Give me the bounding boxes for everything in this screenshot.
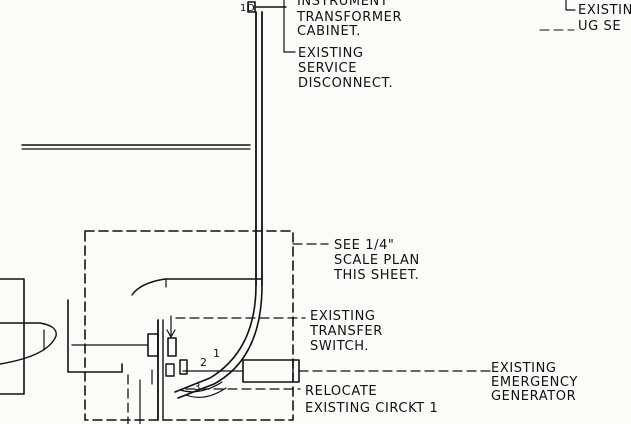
label-relocate-existing-circuit: RELOCATE EXISTING CIRCKT 1 [305,384,438,416]
small-devices: 2 1 3 [151,347,227,398]
top-right-leader [565,0,576,11]
svg-text:SEE 1/4": SEE 1/4" [334,238,395,253]
left-building-outline [0,278,149,395]
dashed-enclosure [84,230,294,421]
label-existing-service-disconnect: EXISTING SERVICE DISCONNECT. [298,46,393,91]
horizontal-feeder-line [21,144,251,150]
svg-text:EXISTING: EXISTING [310,309,376,324]
svg-text:TRANSFORMER: TRANSFORMER [296,10,402,25]
label-instrument-cabinet: INSTRUMENT TRANSFORMER CABINET. [296,0,402,39]
svg-text:SWITCH.: SWITCH. [310,339,369,354]
curved-conduit-inner [177,284,263,399]
curved-conduit-outer [174,284,257,393]
svg-text:EXISTING: EXISTING [491,361,557,376]
svg-text:EXISTIN: EXISTIN [578,3,631,18]
mark-2: 2 [200,356,208,369]
label-see-scale-plan: SEE 1/4" SCALE PLAN THIS SHEET. [333,238,420,283]
door-swing-arc [131,278,263,296]
cabinet-conduit [247,1,287,286]
svg-text:THIS SHEET.: THIS SHEET. [333,268,420,283]
mark-cabinet-tag: 1D [240,3,255,14]
svg-text:EXISTING: EXISTING [298,46,364,61]
label-existing-transfer-switch: EXISTING TRANSFER SWITCH. [309,309,383,354]
svg-text:SERVICE: SERVICE [298,61,357,76]
svg-text:EXISTING CIRCKT 1: EXISTING CIRCKT 1 [305,401,438,416]
svg-text:RELOCATE: RELOCATE [305,384,377,399]
label-existing-ug-service: EXISTIN UG SE [578,3,631,34]
svg-text:EMERGENCY: EMERGENCY [491,375,578,390]
svg-text:SCALE PLAN: SCALE PLAN [334,253,420,268]
bottom-dashed-runs [127,374,141,424]
mark-1: 1 [213,347,221,360]
svg-text:INSTRUMENT: INSTRUMENT [297,0,388,9]
label-existing-emergency-generator: EXISTING EMERGENCY GENERATOR [491,361,578,404]
svg-text:UG SE: UG SE [578,19,621,34]
transfer-switch [147,315,177,421]
service-disconnect-leader [283,0,296,53]
svg-text:TRANSFER: TRANSFER [309,324,383,339]
mark-3: 3 [194,382,201,393]
svg-text:DISCONNECT.: DISCONNECT. [298,76,393,91]
svg-text:GENERATOR: GENERATOR [491,389,576,404]
svg-text:CABINET.: CABINET. [297,24,361,39]
